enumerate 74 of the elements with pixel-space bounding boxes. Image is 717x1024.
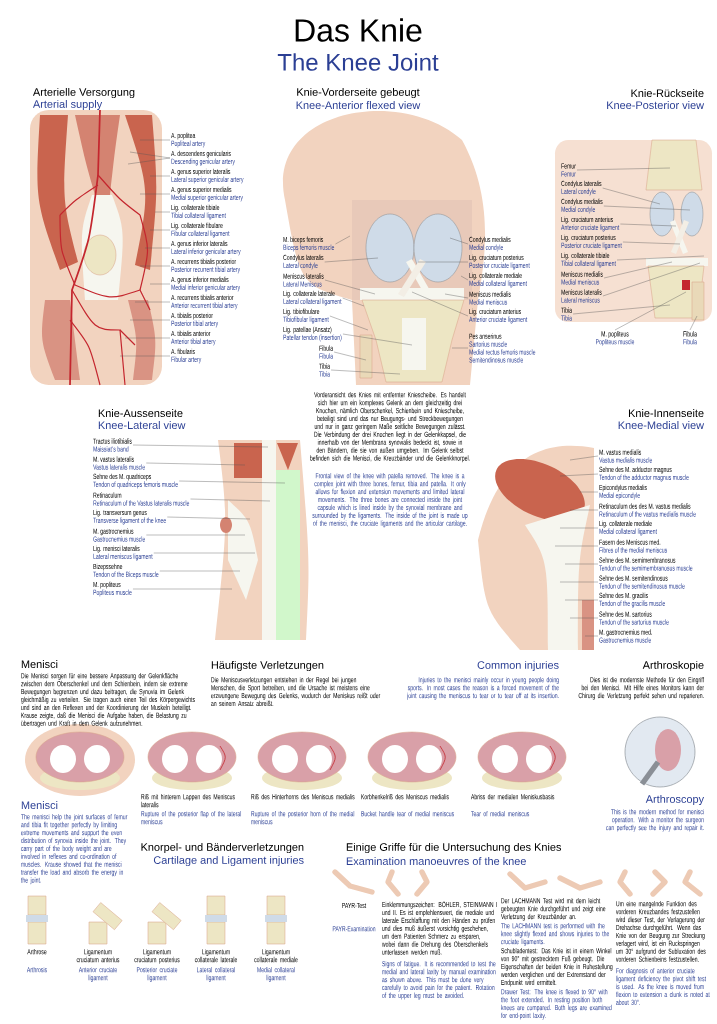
- leader-line: [324, 257, 379, 263]
- leader-line: [127, 157, 171, 165]
- leader-line: [330, 369, 401, 375]
- heading: Knee-Anterior flexed view: [296, 101, 421, 109]
- leader-line: [572, 304, 671, 315]
- leader-line: [569, 617, 599, 619]
- leader-line: [603, 205, 691, 211]
- leader-line: [559, 473, 599, 477]
- leader-line: [149, 229, 171, 231]
- leader-line: [124, 337, 171, 339]
- leader-line: [324, 279, 376, 295]
- leader-line: [134, 301, 171, 303]
- leader-line: [132, 588, 233, 590]
- heading: Menisci: [21, 660, 58, 668]
- leader-line: [554, 545, 599, 547]
- leader-line: [159, 570, 241, 572]
- leader-line: [178, 480, 286, 484]
- leader-line: [190, 498, 271, 502]
- heading: Knie-Rückseite: [631, 89, 704, 97]
- heading: Common injuries: [477, 660, 559, 672]
- leader-line: [579, 491, 599, 493]
- leader-line: [153, 552, 256, 554]
- heading: Häufigste Verletzungen: [211, 660, 324, 672]
- leader-line: [564, 563, 599, 565]
- leader-line: [569, 455, 599, 461]
- leader-line: [149, 283, 171, 285]
- leader-line: [411, 291, 469, 317]
- leader-line: [329, 315, 369, 331]
- leader-line: [559, 527, 599, 529]
- leader-line: [335, 235, 351, 245]
- leader-line: [569, 509, 599, 511]
- leader-line: [333, 351, 367, 361]
- poster-title: Das Knie: [295, 18, 422, 42]
- leader-line: [146, 462, 246, 466]
- heading: Arterial supply: [32, 99, 103, 111]
- leader-line: [154, 211, 171, 213]
- poster-title: The Knee Joint: [277, 53, 439, 71]
- heading: Arthroskopie: [642, 660, 704, 672]
- leader-line: [559, 581, 599, 583]
- leader-line: [622, 241, 681, 245]
- heading: Knie-Vorderseite gebeugt: [297, 87, 420, 99]
- leader-line: [576, 167, 671, 171]
- leader-line: [149, 175, 171, 177]
- heading: Cartilage and Ligament injuries: [153, 855, 304, 867]
- leader-line: [132, 444, 269, 448]
- leader-line: [449, 237, 469, 245]
- leader-line: [146, 534, 246, 536]
- leader-line: [564, 599, 599, 601]
- leader-line: [614, 291, 687, 331]
- leader-line: [129, 151, 171, 159]
- leader-line: [616, 255, 705, 261]
- leader-line: [620, 223, 677, 227]
- leader-line: [602, 262, 701, 297]
- leader-line: [603, 261, 673, 279]
- heading: Knorpel- und Bänderverletzungen: [141, 842, 304, 854]
- heading: Examination manoeuvres of the knee: [346, 857, 526, 865]
- leader-line: [602, 187, 661, 205]
- heading: Arthroscopy: [645, 794, 705, 806]
- heading: Menisci: [21, 801, 58, 809]
- leader-line: [144, 247, 171, 249]
- heading: Arterielle Versorgung: [32, 87, 135, 99]
- heading: Knie-Aussenseite: [98, 409, 183, 417]
- heading: Knee-Posterior view: [607, 101, 705, 109]
- leader-line: [342, 333, 413, 346]
- leader-line: [342, 297, 365, 307]
- heading: Einige Griffe für die Untersuchung des Knies: [346, 842, 562, 854]
- leader-line: [167, 516, 251, 520]
- heading: Knie-Innenseite: [629, 409, 704, 417]
- heading: Knee-Lateral view: [98, 421, 186, 429]
- leader-line: [689, 315, 698, 331]
- leader-line: [444, 293, 469, 299]
- leader-line: [139, 265, 171, 267]
- heading: Knee-Medial view: [618, 421, 705, 429]
- leader-line: [460, 275, 469, 281]
